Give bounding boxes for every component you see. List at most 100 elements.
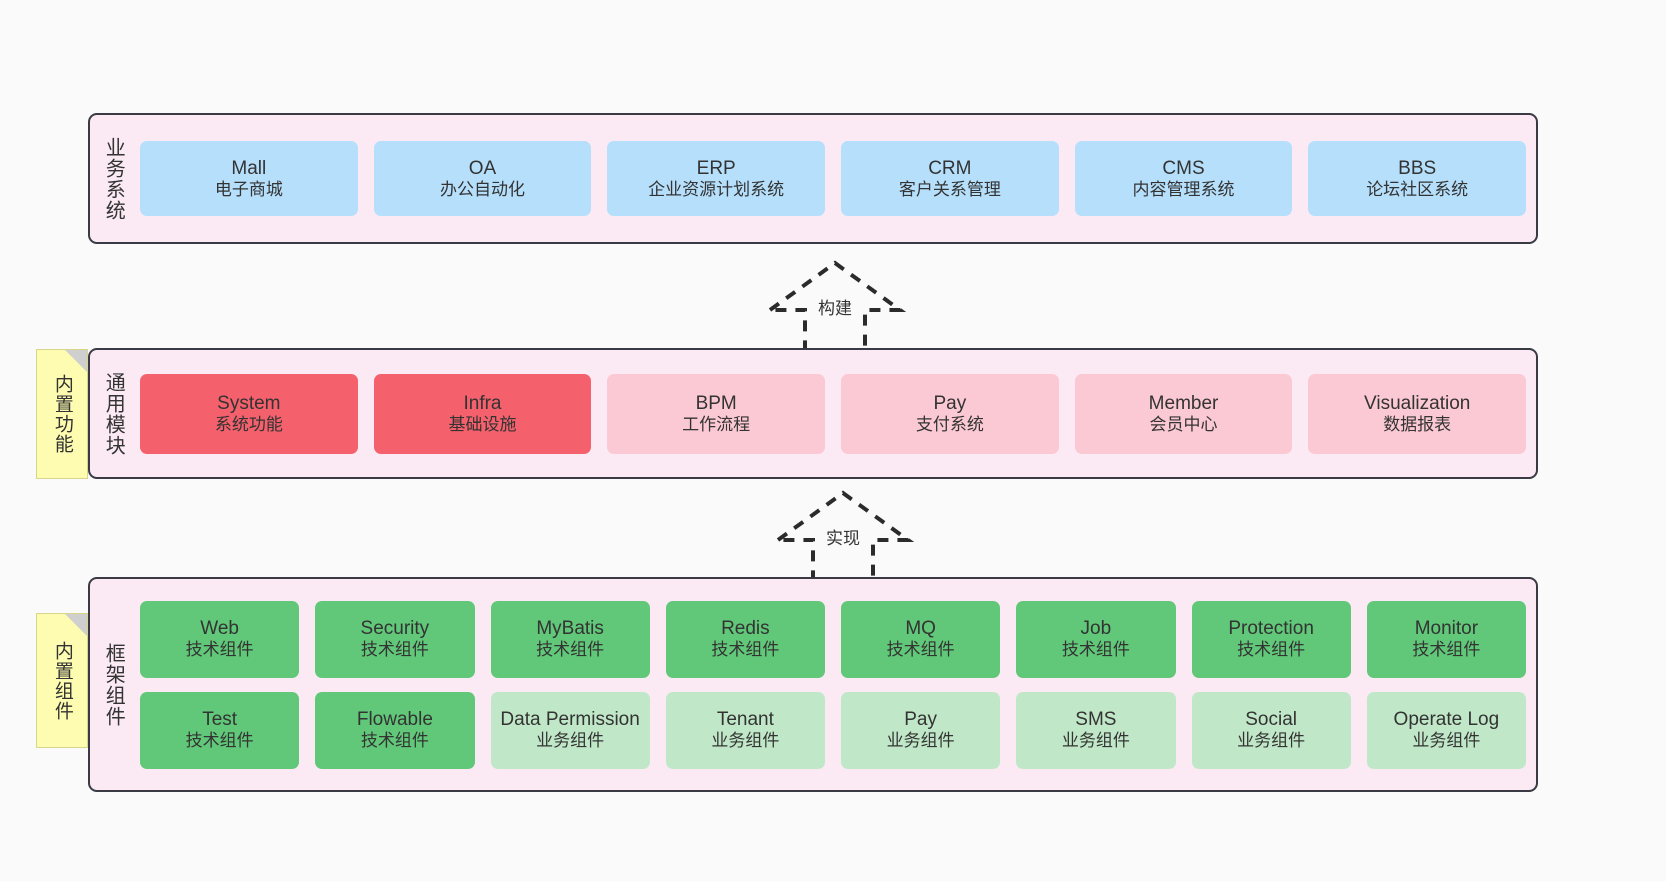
card-flowable[interactable]: Flowable 技术组件 (315, 691, 475, 769)
card-mq-cn: 技术组件 (886, 640, 955, 660)
note-builtin-components: 内置组件 (36, 613, 88, 748)
card-bbs[interactable]: BBS 论坛社区系统 (1308, 141, 1527, 216)
card-operate-log[interactable]: Operate Log 业务组件 (1366, 691, 1526, 769)
generalization-arrow-icon (763, 260, 907, 355)
card-cms-cn: 内容管理系统 (1132, 179, 1235, 199)
card-protection-cn: 技术组件 (1237, 640, 1306, 660)
card-mall-en: Mall (231, 157, 267, 179)
layer-common-cards: System 系统功能 Infra 基础设施 BPM 工作流程 Pay 支付系统… (136, 350, 1536, 477)
card-system[interactable]: System 系统功能 (140, 373, 358, 454)
card-system-en: System (217, 392, 281, 414)
card-data-permission-en: Data Permission (500, 709, 640, 731)
generalization-arrow-icon (771, 490, 915, 585)
card-data-permission[interactable]: Data Permission 业务组件 (490, 691, 650, 769)
card-protection[interactable]: Protection 技术组件 (1191, 600, 1351, 678)
card-member-en: Member (1148, 392, 1219, 414)
card-security-cn: 技术组件 (360, 640, 429, 660)
card-oa[interactable]: OA 办公自动化 (373, 141, 592, 216)
card-monitor-en: Monitor (1414, 618, 1479, 640)
card-pay-component-en: Pay (904, 709, 937, 731)
connector-build-label: 构建 (818, 299, 852, 318)
card-social-cn: 业务组件 (1237, 731, 1306, 751)
card-data-permission-cn: 业务组件 (536, 731, 605, 751)
card-erp[interactable]: ERP 企业资源计划系统 (607, 141, 826, 216)
card-flowable-en: Flowable (356, 709, 433, 731)
card-bpm[interactable]: BPM 工作流程 (607, 373, 826, 454)
card-test-en: Test (202, 709, 238, 731)
card-web-en: Web (200, 618, 239, 640)
card-mq[interactable]: MQ 技术组件 (841, 600, 1001, 678)
layer-common-title: 通用模块 (102, 371, 125, 456)
card-crm[interactable]: CRM 客户关系管理 (841, 141, 1059, 216)
card-member[interactable]: Member 会员中心 (1074, 373, 1293, 454)
layer-framework-cards: Web 技术组件 Security 技术组件 MyBatis 技术组件 Redi… (136, 579, 1536, 790)
card-pay-component-cn: 业务组件 (886, 731, 955, 751)
card-pay-module-en: Pay (933, 392, 967, 414)
card-mybatis-en: MyBatis (536, 618, 604, 640)
card-bbs-cn: 论坛社区系统 (1366, 179, 1469, 199)
layer-business-title: 业务系统 (102, 136, 125, 221)
card-monitor-cn: 技术组件 (1412, 640, 1481, 660)
connector-build-arrow: 构建 (760, 258, 910, 358)
card-flowable-cn: 技术组件 (360, 731, 429, 751)
card-job-en: Job (1080, 618, 1112, 640)
note-builtin-features: 内置功能 (36, 349, 88, 479)
card-crm-cn: 客户关系管理 (898, 179, 1001, 199)
card-infra[interactable]: Infra 基础设施 (373, 373, 592, 454)
card-visualization-en: Visualization (1364, 392, 1471, 414)
card-security[interactable]: Security 技术组件 (315, 600, 475, 678)
card-sms[interactable]: SMS 业务组件 (1016, 691, 1176, 769)
card-operate-log-en: Operate Log (1393, 709, 1500, 731)
card-pay-module[interactable]: Pay 支付系统 (841, 373, 1059, 454)
card-mybatis-cn: 技术组件 (536, 640, 605, 660)
card-infra-cn: 基础设施 (448, 414, 517, 434)
card-security-en: Security (360, 618, 430, 640)
card-redis-en: Redis (721, 618, 770, 640)
card-cms-en: CMS (1162, 157, 1205, 179)
card-pay-module-cn: 支付系统 (915, 414, 984, 434)
card-social[interactable]: Social 业务组件 (1191, 691, 1351, 769)
card-tenant-en: Tenant (716, 709, 774, 731)
card-test-cn: 技术组件 (185, 731, 254, 751)
card-visualization[interactable]: Visualization 数据报表 (1308, 373, 1527, 454)
card-system-cn: 系统功能 (214, 414, 283, 434)
connector-implement-label: 实现 (826, 529, 860, 548)
card-sms-en: SMS (1075, 709, 1117, 731)
layer-framework-components: 框架组件 Web 技术组件 Security 技术组件 MyBatis 技术组件… (88, 577, 1538, 792)
card-redis-cn: 技术组件 (711, 640, 780, 660)
layer-common-modules: 通用模块 System 系统功能 Infra 基础设施 BPM 工作流程 Pay… (88, 348, 1538, 479)
card-erp-en: ERP (696, 157, 736, 179)
card-oa-cn: 办公自动化 (440, 179, 525, 199)
card-cms[interactable]: CMS 内容管理系统 (1074, 141, 1293, 216)
framework-row-technical: Web 技术组件 Security 技术组件 MyBatis 技术组件 Redi… (140, 600, 1526, 678)
card-protection-en: Protection (1228, 618, 1314, 640)
card-tenant[interactable]: Tenant 业务组件 (665, 691, 825, 769)
note-builtin-components-label: 内置组件 (51, 640, 73, 721)
card-oa-en: OA (468, 157, 497, 179)
card-test[interactable]: Test 技术组件 (140, 691, 300, 769)
card-web[interactable]: Web 技术组件 (140, 600, 300, 678)
card-mall[interactable]: Mall 电子商城 (140, 141, 358, 216)
card-bpm-en: BPM (695, 392, 737, 414)
card-bpm-cn: 工作流程 (682, 414, 751, 434)
card-crm-en: CRM (928, 157, 972, 179)
connector-implement-arrow: 实现 (768, 488, 918, 588)
note-builtin-features-label: 内置功能 (51, 374, 73, 454)
framework-row-business: Test 技术组件 Flowable 技术组件 Data Permission … (140, 691, 1526, 769)
card-job[interactable]: Job 技术组件 (1016, 600, 1176, 678)
layer-business-cards: Mall 电子商城 OA 办公自动化 ERP 企业资源计划系统 CRM 客户关系… (136, 115, 1536, 242)
card-social-en: Social (1245, 709, 1297, 731)
card-sms-cn: 业务组件 (1061, 731, 1130, 751)
layer-business-systems: 业务系统 Mall 电子商城 OA 办公自动化 ERP 企业资源计划系统 CRM… (88, 113, 1538, 244)
card-member-cn: 会员中心 (1149, 414, 1218, 434)
card-web-cn: 技术组件 (185, 640, 254, 660)
card-mall-cn: 电子商城 (214, 179, 283, 199)
card-pay-component[interactable]: Pay 业务组件 (841, 691, 1001, 769)
card-job-cn: 技术组件 (1061, 640, 1130, 660)
card-redis[interactable]: Redis 技术组件 (665, 600, 825, 678)
card-bbs-en: BBS (1398, 157, 1437, 179)
card-monitor[interactable]: Monitor 技术组件 (1366, 600, 1526, 678)
card-erp-cn: 企业资源计划系统 (648, 179, 785, 199)
card-mybatis[interactable]: MyBatis 技术组件 (490, 600, 650, 678)
